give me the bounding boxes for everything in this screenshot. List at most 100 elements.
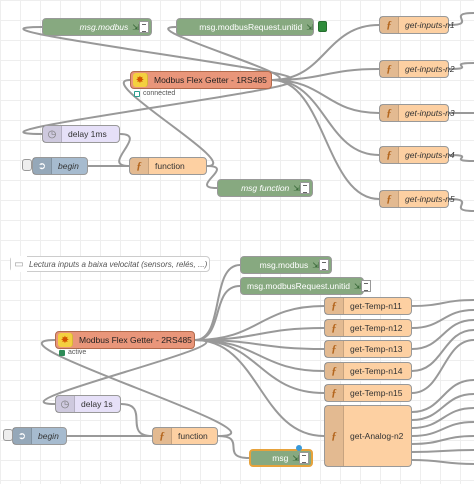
- debug-list-icon[interactable]: [299, 452, 309, 464]
- node-label: delay 1ms: [68, 129, 107, 139]
- wire-modbus2-to-out6[interactable]: [194, 339, 325, 437]
- node-label: begin: [38, 431, 59, 441]
- wire-function1-to-debug[interactable]: [206, 165, 218, 189]
- function-icon: ƒ: [325, 385, 344, 401]
- modbus-flex-getter-2[interactable]: ✸ Modbus Flex Getter - 2RS485: [55, 331, 195, 349]
- debug-node-msg-modbus-1[interactable]: msg.modbus ⇲: [42, 18, 152, 36]
- node-label: Modbus Flex Getter - 2RS485: [79, 335, 192, 345]
- function-node-get-temp-n12[interactable]: ƒ get-Temp-n12: [324, 319, 412, 337]
- debug-node-msg-modbusrequest-unitid-1[interactable]: msg.modbusRequest.unitid ⇲: [176, 18, 314, 36]
- function-node-get-temp-n11[interactable]: ƒ get-Temp-n11: [324, 297, 412, 315]
- wire-out-flow2-4[interactable]: [411, 329, 474, 372]
- node-label: get-inputs-n5: [405, 194, 455, 204]
- wire-modbus1-to-n5[interactable]: [271, 79, 380, 200]
- function-node-get-inputs-n3[interactable]: ƒ get-inputs-n3: [379, 104, 455, 122]
- comment-node[interactable]: ▭ Lectura inputs a baixa velocitat (sens…: [10, 256, 210, 272]
- function-node-1[interactable]: ƒ function: [129, 157, 207, 175]
- node-label: get-Temp-n12: [350, 323, 403, 333]
- wire-modbus2-to-debug-modbus[interactable]: [194, 264, 241, 341]
- wire-modbus1-to-debug-modbus[interactable]: [22, 26, 292, 81]
- function-node-get-inputs-n4[interactable]: ƒ get-inputs-n4: [379, 146, 455, 164]
- inject-button-1[interactable]: [22, 159, 32, 171]
- status-text: active: [68, 349, 87, 356]
- function-node-get-temp-n15[interactable]: ƒ get-Temp-n15: [324, 384, 412, 402]
- node-label: get-Temp-n14: [350, 366, 403, 376]
- function-icon: ƒ: [325, 341, 344, 357]
- wire-function2-to-debug[interactable]: [217, 435, 250, 459]
- wire-modbus1-to-n4[interactable]: [271, 79, 380, 156]
- function-node-2[interactable]: ƒ function: [152, 427, 218, 445]
- function-node-get-temp-n14[interactable]: ƒ get-Temp-n14: [324, 362, 412, 380]
- node-label: begin: [58, 161, 79, 171]
- wire-out-analog-6[interactable]: [411, 449, 474, 453]
- wire-modbus2-to-out5[interactable]: [194, 339, 325, 394]
- debug-list-icon[interactable]: [360, 280, 371, 292]
- wire-out-flow1-2[interactable]: [448, 62, 474, 70]
- inject-arrow-icon: ➲: [13, 428, 32, 444]
- status-text: connected: [143, 90, 176, 97]
- wire-out-analog-7[interactable]: [411, 459, 474, 465]
- delay-node-1ms[interactable]: ◷ delay 1ms: [42, 125, 120, 143]
- debug-node-msg-modbusrequest-unitid-2[interactable]: msg.modbusRequest.unitid ⇲: [240, 277, 371, 295]
- node-label: get-inputs-n1: [405, 20, 455, 30]
- wire-out-analog-5[interactable]: [411, 435, 474, 445]
- wire-out-analog-1[interactable]: [411, 379, 474, 413]
- function-node-get-temp-n13[interactable]: ƒ get-Temp-n13: [324, 340, 412, 358]
- wire-function2-to-modbus2[interactable]: [41, 339, 232, 437]
- wire-out-analog-2[interactable]: [411, 393, 474, 421]
- function-node-get-analog-n2[interactable]: ƒ get-Analog-n2: [324, 405, 412, 467]
- wire-out-flow2-2[interactable]: [411, 309, 474, 329]
- function-node-get-inputs-n2[interactable]: ƒ get-inputs-n2: [379, 60, 455, 78]
- modbus-flex-getter-1[interactable]: ✸ Modbus Flex Getter - 1RS485: [130, 71, 272, 89]
- function-node-get-inputs-n1[interactable]: ƒ get-inputs-n1: [379, 16, 455, 34]
- function-icon: ƒ: [153, 428, 172, 444]
- node-label: get-Analog-n2: [350, 431, 404, 441]
- debug-list-icon[interactable]: [139, 21, 149, 33]
- wire-out-flow2-1[interactable]: [411, 299, 474, 307]
- wire-modbus1-to-delay1[interactable]: [22, 79, 292, 135]
- function-icon: ƒ: [380, 61, 399, 77]
- node-label: get-inputs-n4: [405, 150, 455, 160]
- function-icon: ƒ: [380, 105, 399, 121]
- node-label: msg.modbusRequest.unitid: [247, 281, 351, 291]
- node-label: function: [155, 161, 185, 171]
- function-icon: ƒ: [325, 320, 344, 336]
- function-icon: ƒ: [380, 191, 399, 207]
- wire-function1-to-modbus1[interactable]: [122, 79, 215, 167]
- wire-modbus1-to-debug-unitid[interactable]: [167, 26, 281, 81]
- function-icon: ƒ: [325, 363, 344, 379]
- delay-node-1s[interactable]: ◷ delay 1s: [55, 395, 121, 413]
- wire-modbus2-to-debug-unitid[interactable]: [194, 285, 241, 341]
- node-label: msg.modbus: [79, 22, 129, 32]
- inject-node-begin-2[interactable]: ➲ begin: [12, 427, 67, 445]
- debug-list-icon[interactable]: [300, 182, 310, 194]
- node-label: function: [178, 431, 208, 441]
- wire-delay2-to-function2[interactable]: [120, 403, 153, 437]
- debug-node-msg-modbus-2[interactable]: msg.modbus ⇲: [240, 256, 332, 274]
- node-label: get-Temp-n15: [350, 388, 403, 398]
- node-label: msg function: [241, 183, 290, 193]
- node-label: msg.modbusRequest.unitid: [199, 22, 303, 32]
- wire-out-flow2-5[interactable]: [411, 339, 474, 394]
- wire-out-flow1-1[interactable]: [448, 12, 474, 26]
- node-label: get-inputs-n2: [405, 64, 455, 74]
- wire-out-flow1-4[interactable]: [448, 154, 474, 162]
- debug-arrow-icon: ⇲: [132, 22, 139, 32]
- modbus-status-1: connected: [134, 90, 175, 97]
- wire-out-flow1-5[interactable]: [448, 198, 474, 212]
- wire-modbus2-to-delay2[interactable]: [42, 339, 208, 405]
- wire-out-analog-3[interactable]: [411, 407, 474, 429]
- wire-out-analog-4[interactable]: [411, 421, 474, 437]
- wire-out-flow2-3[interactable]: [411, 319, 474, 350]
- node-label: get-inputs-n3: [405, 108, 455, 118]
- function-node-get-inputs-n5[interactable]: ƒ get-inputs-n5: [379, 190, 455, 208]
- inject-node-begin-1[interactable]: ➲ begin: [32, 157, 88, 175]
- function-icon: ƒ: [130, 158, 149, 174]
- debug-list-icon[interactable]: [319, 259, 329, 271]
- wire-modbus1-to-n1[interactable]: [271, 24, 380, 81]
- debug-toggle-button[interactable]: [318, 21, 327, 32]
- wire-delay1-to-function1[interactable]: [118, 133, 131, 167]
- debug-node-msg-function-1[interactable]: msg function ⇲: [217, 179, 313, 197]
- debug-node-msg-2[interactable]: msg ⇲: [249, 449, 313, 467]
